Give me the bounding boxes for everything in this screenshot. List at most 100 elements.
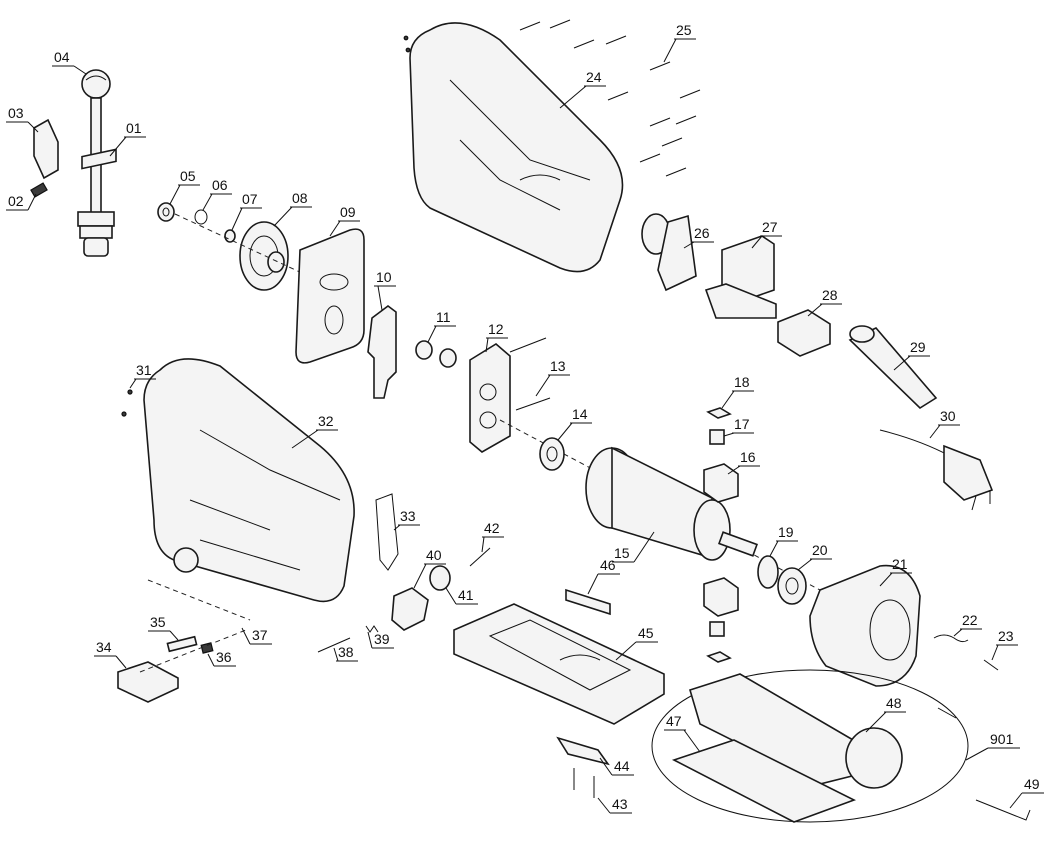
svg-text:23: 23 [998, 628, 1014, 644]
label-p34: 34 [94, 639, 127, 669]
part-43-screws [573, 768, 595, 798]
part-22-wire [933, 634, 969, 643]
svg-text:37: 37 [252, 627, 268, 643]
svg-text:07: 07 [242, 191, 258, 207]
part-42-screw [469, 547, 491, 567]
svg-text:39: 39 [374, 631, 390, 647]
part-41-roller [429, 565, 451, 591]
svg-text:29: 29 [910, 339, 926, 355]
part-09-cover-plate [295, 228, 365, 364]
label-p06: 06 [202, 177, 232, 211]
part-14-bearing [539, 437, 565, 471]
part-05-bushing [157, 202, 175, 222]
label-p47: 47 [664, 713, 701, 753]
label-p25: 25 [663, 22, 696, 63]
label-p17: 17 [723, 416, 754, 437]
part-02-pin [30, 182, 48, 198]
svg-text:09: 09 [340, 204, 356, 220]
part-12-guide-holder [469, 343, 511, 453]
svg-text:26: 26 [694, 225, 710, 241]
part-48-dust-adapter [689, 673, 903, 789]
label-p10: 10 [374, 269, 396, 311]
part-11-bushings [415, 340, 457, 368]
part-29-cable-sleeve [848, 325, 938, 410]
svg-text:31: 31 [136, 362, 152, 378]
part-39-spring [365, 625, 379, 633]
label-p38: 38 [333, 644, 358, 662]
label-p23: 23 [991, 628, 1018, 661]
svg-text:12: 12 [488, 321, 504, 337]
part-10-slider [367, 305, 397, 399]
svg-text:22: 22 [962, 612, 978, 628]
part-47-splinter-guard [671, 739, 857, 823]
label-p01: 01 [109, 120, 146, 157]
label-p35: 35 [148, 614, 179, 641]
svg-text:04: 04 [54, 49, 70, 65]
label-p02: 02 [6, 193, 37, 211]
svg-text:42: 42 [484, 520, 500, 536]
part-20-bearing [777, 567, 807, 605]
label-p21: 21 [879, 556, 912, 587]
label-p11: 11 [427, 309, 456, 343]
svg-text:35: 35 [150, 614, 166, 630]
label-p49: 49 [1009, 776, 1044, 809]
label-p32: 32 [291, 413, 338, 449]
part-49-hex-key [975, 799, 1031, 821]
part-27-switch [704, 235, 777, 319]
part-brush-lower [703, 577, 739, 663]
svg-text:06: 06 [212, 177, 228, 193]
label-p39: 39 [367, 631, 394, 649]
svg-text:46: 46 [600, 557, 616, 573]
part-26-speed-wheel [641, 213, 697, 292]
part-44-clamp [556, 736, 610, 766]
label-p13: 13 [535, 358, 570, 397]
label-p26: 26 [683, 225, 714, 249]
svg-text:32: 32 [318, 413, 334, 429]
part-labels: 01 02 03 04 05 06 07 08 09 10 11 12 13 1… [6, 22, 1044, 814]
label-p37: 37 [241, 627, 272, 645]
label-p05: 05 [169, 168, 200, 205]
label-p09: 09 [329, 204, 360, 237]
label-p40: 40 [413, 547, 446, 589]
part-15-armature [585, 446, 758, 561]
part-21-stator [809, 564, 921, 687]
label-p901: 901 [965, 731, 1020, 761]
svg-text:28: 28 [822, 287, 838, 303]
label-p22: 22 [953, 612, 982, 637]
svg-text:36: 36 [216, 649, 232, 665]
part-01-plunger-rod [77, 97, 117, 257]
svg-text:20: 20 [812, 542, 828, 558]
part-23-pin [983, 659, 999, 671]
part-16-brush-holder [703, 463, 739, 503]
part-18-brush-cap [706, 407, 732, 419]
part-46-plate [565, 588, 611, 616]
label-p36: 36 [207, 649, 236, 667]
label-p14: 14 [557, 406, 592, 441]
label-p48: 48 [865, 695, 906, 733]
svg-text:08: 08 [292, 190, 308, 206]
label-p18: 18 [721, 374, 754, 409]
svg-text:16: 16 [740, 449, 756, 465]
part-04-knob [81, 69, 111, 99]
part-07-washer [224, 229, 236, 243]
svg-text:13: 13 [550, 358, 566, 374]
label-p43: 43 [597, 796, 632, 814]
part-30-power-plug [879, 429, 994, 511]
svg-text:03: 03 [8, 105, 24, 121]
part-06-clip [194, 209, 208, 225]
svg-text:901: 901 [990, 731, 1014, 747]
label-p31: 31 [129, 362, 156, 389]
part-33-spring-clip [375, 493, 399, 571]
part-38-pin [317, 637, 351, 653]
label-p45: 45 [615, 625, 658, 661]
part-25-screws [519, 19, 701, 177]
part-03-guide-plate [33, 118, 59, 180]
label-p41: 41 [445, 587, 478, 605]
svg-text:33: 33 [400, 508, 416, 524]
svg-text:10: 10 [376, 269, 392, 285]
svg-text:40: 40 [426, 547, 442, 563]
svg-text:05: 05 [180, 168, 196, 184]
label-p19: 19 [769, 524, 798, 557]
svg-text:18: 18 [734, 374, 750, 390]
part-19-ring [757, 555, 779, 589]
